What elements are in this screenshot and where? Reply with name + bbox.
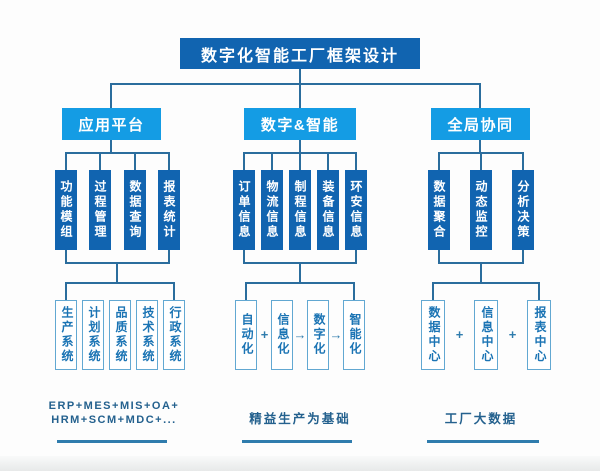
connector xyxy=(353,282,355,300)
module-box: 功能模组 xyxy=(55,170,77,250)
connector xyxy=(168,152,170,170)
connector xyxy=(65,282,175,284)
plus-separator: + xyxy=(508,327,517,342)
connector xyxy=(245,282,247,300)
system-box: 数据中心 xyxy=(421,300,445,370)
connector-drop-branch2 xyxy=(299,83,301,108)
connector xyxy=(110,140,112,153)
connector xyxy=(355,152,357,170)
branch-header-global-collaboration: 全局协同 xyxy=(431,108,530,140)
module-box: 制程信息 xyxy=(289,170,311,250)
connector xyxy=(327,152,329,170)
plus-separator: + xyxy=(455,327,464,342)
connector xyxy=(173,282,175,300)
system-box: 品质系统 xyxy=(109,300,131,370)
connector xyxy=(538,282,540,300)
connector xyxy=(299,152,301,170)
branch2-footer-underline xyxy=(242,440,352,443)
connector-title-drop xyxy=(299,69,301,83)
connector xyxy=(116,262,118,283)
module-box: 报表统计 xyxy=(158,170,180,250)
connector xyxy=(245,282,355,284)
module-box: 数据聚合 xyxy=(428,170,450,250)
connector xyxy=(438,152,440,170)
module-box: 物流信息 xyxy=(261,170,283,250)
connector xyxy=(99,152,101,170)
branch1-footer-line2: HRM+SCM+MDC+... xyxy=(51,413,177,426)
plus-separator: + xyxy=(260,327,269,342)
system-box: 报表中心 xyxy=(527,300,551,370)
branch3-footer: 工厂大数据 xyxy=(444,412,518,426)
arrow-separator: → xyxy=(293,327,307,342)
connector-drop-branch1 xyxy=(110,83,112,108)
module-box: 环安信息 xyxy=(345,170,367,250)
module-box: 动态监控 xyxy=(470,170,492,250)
connector-top-bar xyxy=(110,83,481,85)
system-box: 行政系统 xyxy=(163,300,185,370)
connector xyxy=(65,250,67,263)
connector xyxy=(65,152,170,154)
connector xyxy=(243,152,245,170)
arrow-separator: → xyxy=(329,327,343,342)
branch1-footer-line1: ERP+MES+MIS+OA+ xyxy=(48,400,180,412)
module-box: 装备信息 xyxy=(317,170,339,250)
system-box: 生产系统 xyxy=(55,300,77,370)
connector-drop-branch3 xyxy=(479,83,481,108)
module-box: 订单信息 xyxy=(233,170,255,250)
diagram-title: 数字化智能工厂框架设计 xyxy=(180,38,420,69)
connector xyxy=(432,282,434,300)
branch3-footer-underline xyxy=(427,440,539,443)
connector xyxy=(479,140,481,153)
connector xyxy=(480,262,482,283)
connector xyxy=(299,140,301,153)
connector xyxy=(438,250,440,263)
system-box: 自动化 xyxy=(235,300,257,370)
connector xyxy=(299,262,301,283)
system-box: 计划系统 xyxy=(82,300,104,370)
branch-header-digital-intelligent: 数字&智能 xyxy=(244,108,356,140)
connector xyxy=(271,152,273,170)
connector xyxy=(134,152,136,170)
connector xyxy=(243,250,245,263)
module-box: 数据查询 xyxy=(124,170,146,250)
connector xyxy=(522,152,524,170)
system-box: 技术系统 xyxy=(136,300,158,370)
connector xyxy=(65,152,67,170)
connector xyxy=(480,152,482,170)
branch1-footer-underline xyxy=(57,440,167,443)
system-box: 信息中心 xyxy=(474,300,498,370)
branch2-footer: 精益生产为基础 xyxy=(249,412,351,426)
system-box: 信息化 xyxy=(271,300,293,370)
branch-header-application-platform: 应用平台 xyxy=(62,108,161,140)
connector xyxy=(65,282,67,300)
connector xyxy=(168,250,170,263)
connector xyxy=(355,250,357,263)
image-bottom-edge xyxy=(0,456,600,471)
system-box: 数字化 xyxy=(307,300,329,370)
module-box: 过程管理 xyxy=(89,170,111,250)
connector xyxy=(432,282,540,284)
branch1-footer: ERP+MES+MIS+OA+ HRM+SCM+MDC+... xyxy=(30,400,198,427)
system-box: 智能化 xyxy=(343,300,365,370)
module-box: 分析决策 xyxy=(512,170,534,250)
connector xyxy=(522,250,524,263)
